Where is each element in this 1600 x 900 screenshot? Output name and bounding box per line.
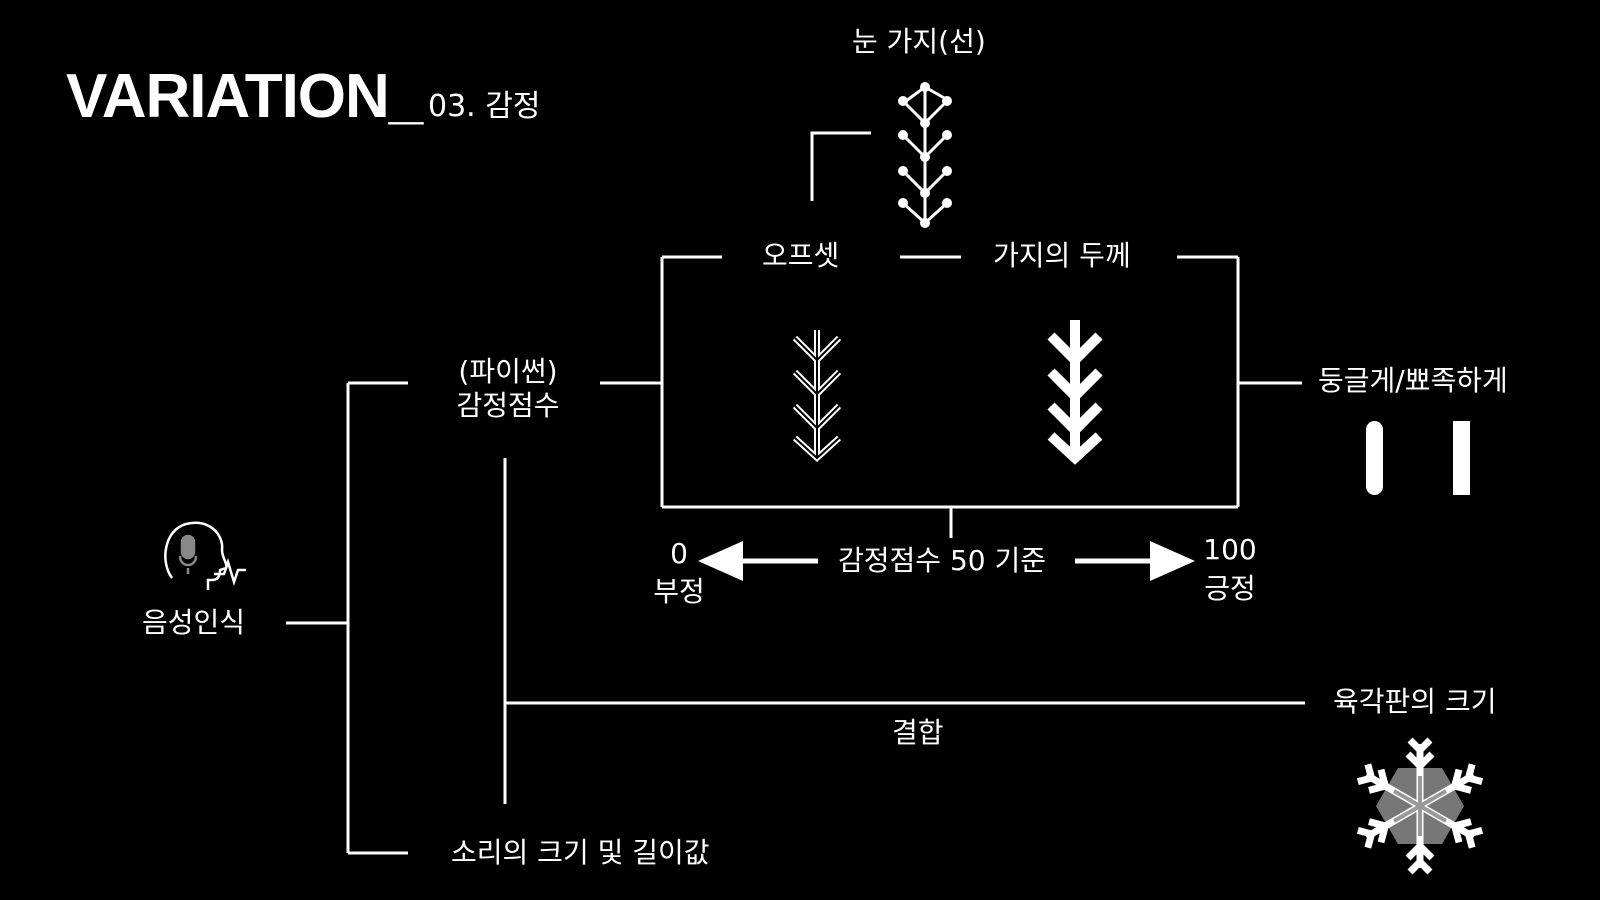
branch-thickness-label: 가지의 두께 xyxy=(993,239,1131,272)
page-title: VARIATION_ xyxy=(66,62,423,131)
round-sharp-label: 둥글게/뾰족하게 xyxy=(1318,364,1508,397)
branch-line-label: 눈 가지(선) xyxy=(852,25,986,58)
voice-recognition-icon xyxy=(164,521,246,590)
offset-label: 오프셋 xyxy=(762,239,840,272)
round-bar-icon xyxy=(1366,421,1383,495)
hexagon-size-label: 육각판의 크기 xyxy=(1333,685,1497,718)
scale-max-value: 100 xyxy=(1203,533,1257,566)
emotion-score-line2: 감정점수 xyxy=(456,389,560,422)
speech-recognition-label: 음성인식 xyxy=(142,606,246,639)
offset-bracket xyxy=(810,131,871,201)
scale-max-label: 긍정 xyxy=(1204,572,1256,605)
scale-min-label: 부정 xyxy=(653,575,705,608)
scale-min-value: 0 xyxy=(670,537,688,570)
offset-arrow-icon xyxy=(792,330,842,463)
scale-center-label: 감정점수 50 기준 xyxy=(838,544,1046,577)
sound-volume-length-label: 소리의 크기 및 길이값 xyxy=(451,836,710,869)
emotion-score-node: (파이썬) 감정점수 xyxy=(440,355,576,423)
combine-label: 결합 xyxy=(892,716,944,749)
snow-branch-line-icon xyxy=(898,82,952,228)
thick-arrow-icon xyxy=(1047,320,1103,465)
page-subtitle: 03. 감정 xyxy=(428,89,541,124)
snowflake-icon xyxy=(1356,737,1484,875)
emotion-score-line1: (파이썬) xyxy=(458,355,558,388)
sharp-bar-icon xyxy=(1453,421,1470,495)
